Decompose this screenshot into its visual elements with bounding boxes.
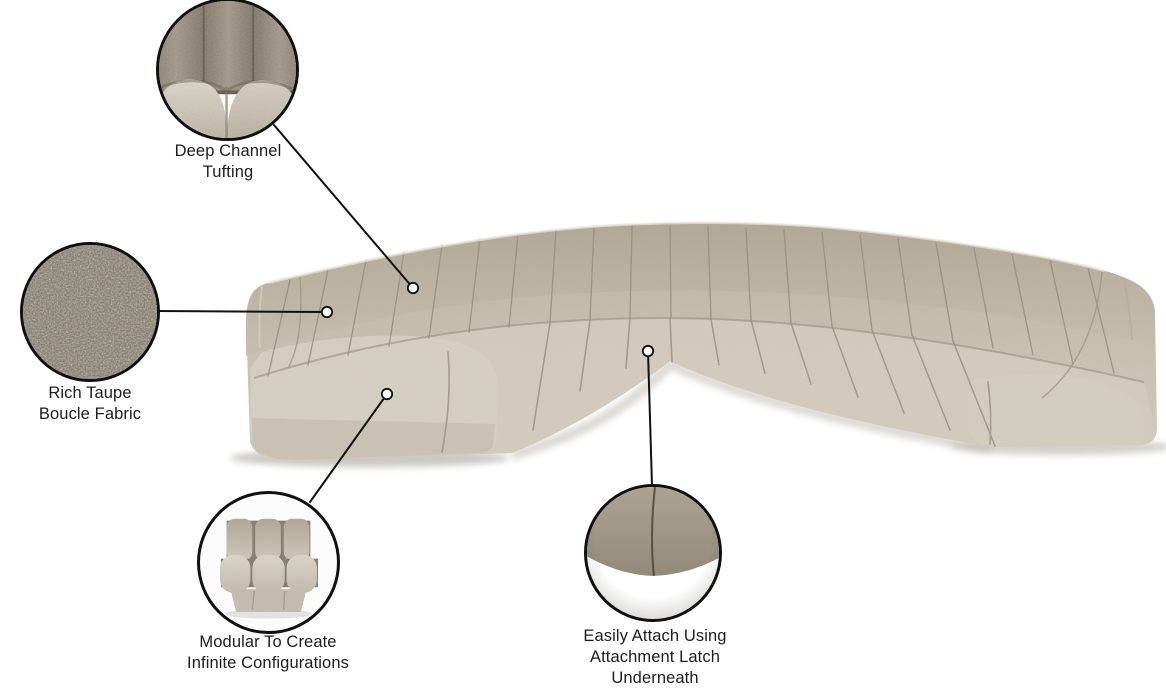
callout-dot-tufting <box>406 281 420 295</box>
detail-circle-modular <box>197 491 340 634</box>
callout-label-line: Underneath <box>611 669 699 687</box>
callout-label-fabric: Rich Taupe Boucle Fabric <box>0 383 180 425</box>
callout-dot-modular <box>380 387 394 401</box>
leader-line-fabric <box>158 310 328 313</box>
callout-label-modular: Modular To Create Infinite Configuration… <box>108 632 428 674</box>
tufting-detail-image <box>159 1 296 138</box>
callout-label-line: Rich Taupe <box>48 384 132 402</box>
callout-label-line: Attachment Latch <box>589 648 720 666</box>
callout-dot-fabric <box>320 305 334 319</box>
leader-line-modular <box>309 393 388 503</box>
callout-label-line: Modular To Create <box>199 633 337 651</box>
fabric-swatch-image <box>23 245 157 379</box>
leader-line-attach <box>647 350 653 487</box>
callout-label-line: Infinite Configurations <box>187 654 349 672</box>
callout-label-line: Deep Channel <box>174 142 282 160</box>
leader-line-tufting <box>273 124 414 289</box>
modular-chair-image <box>200 494 337 631</box>
fabric-grain-overlay <box>246 222 1157 462</box>
callout-label-attach: Easily Attach Using Attachment Latch Und… <box>495 626 815 689</box>
callout-label-line: Easily Attach Using <box>583 627 727 645</box>
callout-dot-attach <box>641 344 655 358</box>
attachment-detail-image <box>587 487 719 619</box>
callout-label-tufting: Deep Channel Tufting <box>98 141 358 183</box>
callout-label-line: Boucle Fabric <box>38 405 142 423</box>
callout-label-line: Tufting <box>202 163 254 181</box>
detail-circle-fabric <box>20 242 160 382</box>
detail-circle-tufting <box>156 0 299 141</box>
detail-circle-attach <box>584 484 722 622</box>
